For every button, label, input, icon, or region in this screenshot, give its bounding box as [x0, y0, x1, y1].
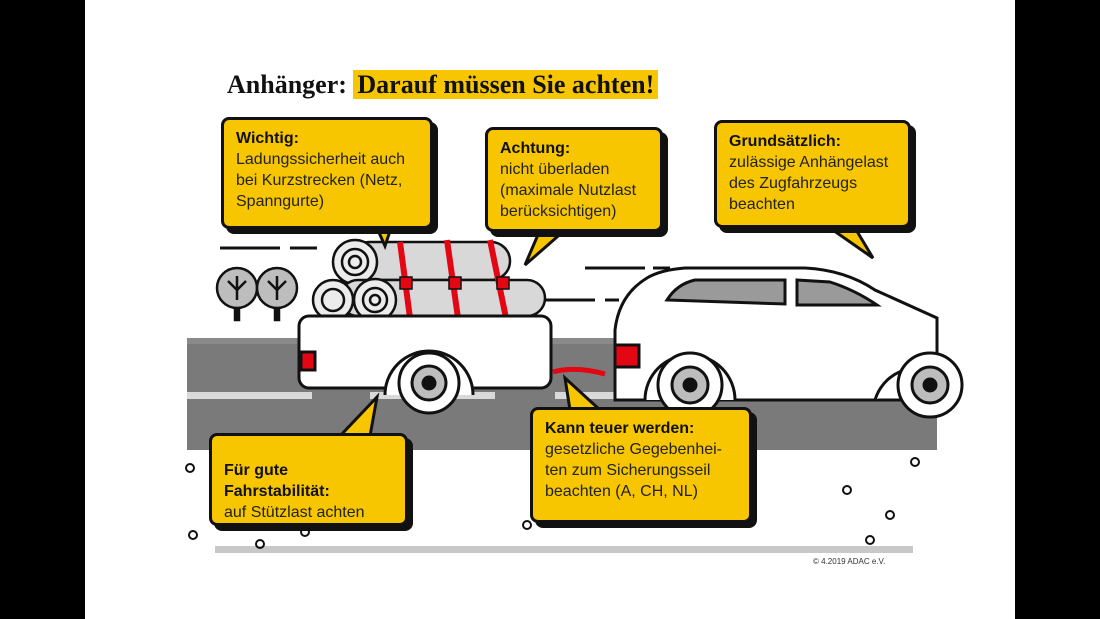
callout-heading: Kann teuer werden: — [545, 420, 695, 437]
title-highlight: Darauf müssen Sie achten! — [353, 70, 659, 99]
tree-icon — [255, 266, 299, 322]
callout-text: nicht überladen (maximale Nutzlast berüc… — [500, 161, 637, 220]
callout-grundsaetzlich: Grundsätzlich: zulässige Anhängelast des… — [714, 120, 911, 228]
callout-text: zulässige Anhängelast des Zugfahrzeugs b… — [729, 154, 889, 213]
strap-ratchets — [399, 276, 510, 290]
trailer-wheel — [397, 351, 461, 415]
callout-heading: Wichtig: — [236, 130, 299, 147]
callout-wichtig: Wichtig: Ladungssicherheit auch bei Kurz… — [221, 117, 433, 229]
infographic: Anhänger: Darauf müssen Sie achten! Wich… — [85, 0, 1015, 619]
callout-heading: Achtung: — [500, 140, 571, 157]
motion-lines — [220, 246, 670, 302]
callout-heading: Für gute Fahrstabilität: — [224, 462, 330, 500]
callout-kann-teuer-werden: Kann teuer werden: gesetzliche Gegebenhe… — [530, 407, 752, 523]
copyright-notice: © 4.2019 ADAC e.V. — [813, 557, 886, 566]
callout-text: gesetzliche Gegebenhei- ten zum Sicherun… — [545, 441, 723, 500]
pebbles — [185, 457, 920, 549]
car-wheel — [656, 351, 724, 419]
callout-fahrstabilitaet: Für gute Fahrstabilität: auf Stützlast a… — [209, 433, 408, 526]
car-wheel — [896, 351, 964, 419]
title-prefix: Anhänger: — [227, 70, 347, 99]
page-title: Anhänger: Darauf müssen Sie achten! — [227, 70, 659, 100]
callout-heading: Grundsätzlich: — [729, 133, 842, 150]
callout-text: auf Stützlast achten — [224, 504, 365, 521]
curb — [215, 546, 913, 553]
callout-text: Ladungssicherheit auch bei Kurzstrecken … — [236, 151, 406, 210]
callout-achtung: Achtung: nicht überladen (maximale Nutzl… — [485, 127, 663, 232]
